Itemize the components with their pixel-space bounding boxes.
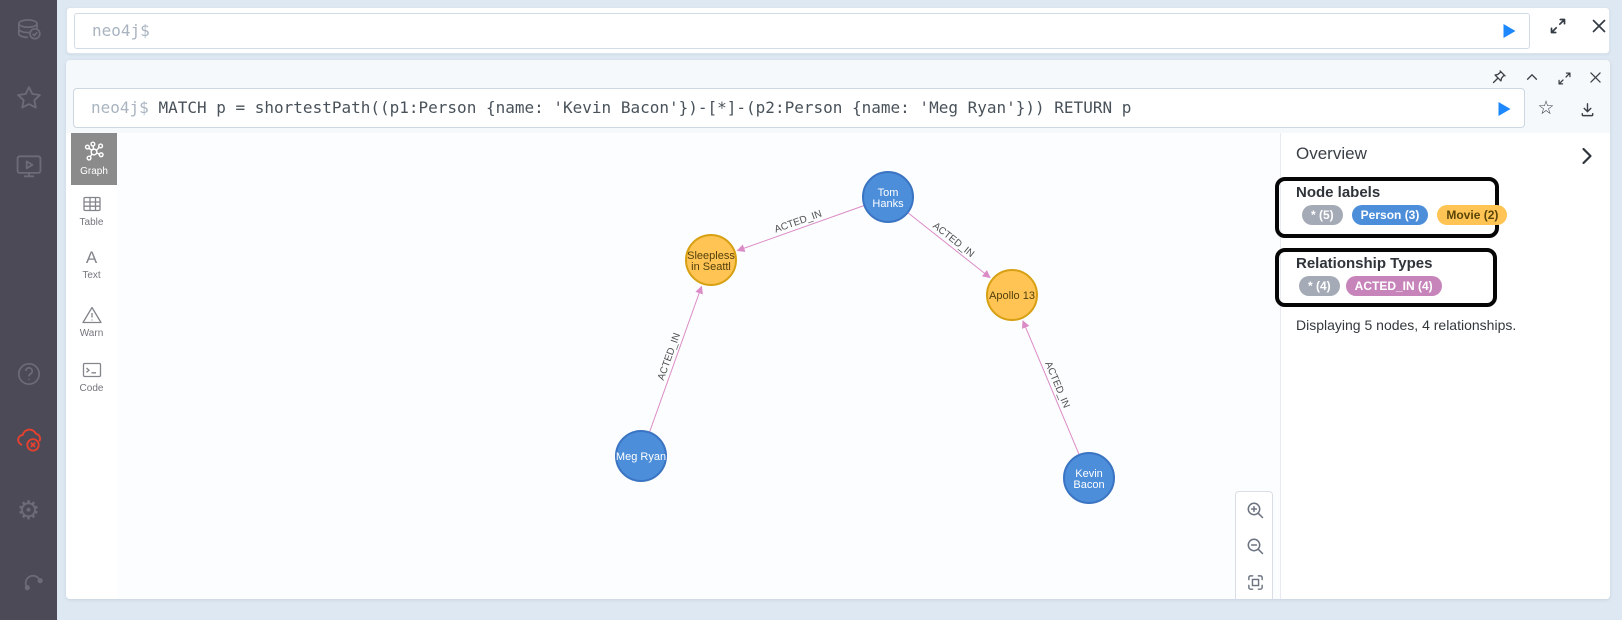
help-icon[interactable] — [0, 359, 57, 389]
tab-warn[interactable]: Warn — [66, 304, 117, 339]
tab-code[interactable]: Code — [66, 359, 117, 394]
cypher-editor-input[interactable]: neo4j$ — [74, 13, 1530, 49]
node-label-pills: * (5) Person (3) Movie (2) — [1302, 205, 1508, 225]
fullscreen-icon[interactable] — [1547, 15, 1569, 37]
zoom-controls — [1235, 491, 1273, 599]
node-label-meg: Meg Ryan — [616, 451, 666, 463]
zoom-out-icon[interactable] — [1236, 528, 1274, 564]
query-text: MATCH p = shortestPath((p1:Person {name:… — [158, 98, 1132, 117]
result-frame: neo4j$ MATCH p = shortestPath((p1:Person… — [66, 60, 1610, 599]
node-kevin[interactable] — [1063, 452, 1115, 504]
node-pill-movie[interactable]: Movie (2) — [1437, 205, 1508, 225]
tab-label: Table — [79, 217, 104, 228]
code-view-icon — [82, 362, 101, 378]
editor-bar: neo4j$ — [66, 7, 1610, 54]
edge-label-2: ACTED_IN — [656, 332, 683, 382]
table-view-icon — [82, 196, 101, 212]
rel-pill-all[interactable]: * (4) — [1299, 276, 1340, 296]
node-pill-all[interactable]: * (5) — [1302, 205, 1343, 225]
tab-text[interactable]: A Text — [66, 248, 117, 281]
app-sidebar: ⚙ — [0, 0, 57, 620]
query-prompt: neo4j$ — [91, 98, 149, 117]
edge-label-1: ACTED_IN — [930, 221, 976, 260]
tab-label: Text — [82, 270, 101, 281]
run-query-icon[interactable] — [1495, 100, 1513, 118]
close-icon[interactable] — [1588, 15, 1610, 37]
overview-panel: Overview Node labels * (5) Person (3) Mo… — [1275, 133, 1610, 599]
rel-pill-acted-in[interactable]: ACTED_IN (4) — [1345, 276, 1442, 296]
relationship-type-pills: * (4) ACTED_IN (4) — [1299, 276, 1442, 296]
cloud-disconnected-icon[interactable] — [0, 427, 57, 457]
panel-title: Overview — [1296, 144, 1367, 163]
pin-icon[interactable] — [1490, 68, 1508, 86]
node-tom[interactable] — [862, 171, 914, 223]
node-apollo[interactable] — [986, 269, 1038, 321]
editor-prompt: neo4j$ — [92, 21, 150, 40]
frame-query-editor[interactable]: neo4j$ MATCH p = shortestPath((p1:Person… — [73, 88, 1525, 128]
edge-tom-apollo[interactable] — [908, 212, 991, 279]
settings-gear-icon[interactable]: ⚙ — [16, 495, 41, 525]
collapse-icon[interactable] — [1523, 68, 1541, 86]
node-pill-person[interactable]: Person (3) — [1351, 205, 1429, 225]
frame-content: Graph Table A Text Warn — [66, 133, 1610, 599]
relationship-types-title: Relationship Types — [1296, 255, 1433, 272]
display-status: Displaying 5 nodes, 4 relationships. — [1296, 317, 1517, 333]
tab-label: Warn — [79, 328, 104, 339]
close-icon[interactable] — [1586, 68, 1604, 86]
favorites-star-icon[interactable] — [0, 83, 57, 113]
view-tabs: Graph Table A Text Warn — [66, 133, 117, 599]
node-sleepless[interactable] — [685, 234, 737, 286]
node-labels-title: Node labels — [1296, 184, 1381, 201]
fit-to-screen-icon[interactable] — [1236, 564, 1274, 599]
chevron-right-icon[interactable] — [1581, 147, 1593, 165]
neo4j-logo-icon[interactable] — [0, 563, 57, 593]
edge-kevin-apollo[interactable] — [1021, 320, 1080, 455]
edge-tom-sleepless[interactable] — [736, 205, 864, 252]
tab-label: Graph — [80, 166, 108, 177]
guides-monitor-play-icon[interactable] — [0, 151, 57, 181]
node-label-apollo: Apollo 13 — [989, 290, 1035, 302]
text-view-icon: A — [85, 248, 98, 267]
edge-label-0: ACTED_IN — [773, 209, 823, 236]
tab-graph[interactable]: Graph — [71, 133, 117, 185]
favorite-star-icon[interactable]: ☆ — [1537, 97, 1555, 119]
download-icon[interactable] — [1578, 100, 1596, 118]
fullscreen-icon[interactable] — [1555, 69, 1573, 87]
edge-meg-sleepless[interactable] — [649, 285, 703, 432]
tab-label: Code — [79, 383, 104, 394]
warn-view-icon — [81, 306, 102, 324]
tab-table[interactable]: Table — [66, 193, 117, 228]
database-check-icon[interactable] — [0, 15, 57, 45]
zoom-in-icon[interactable] — [1236, 492, 1274, 528]
node-meg[interactable] — [615, 430, 667, 482]
graph-view-icon — [84, 141, 104, 161]
run-query-icon[interactable] — [1500, 22, 1518, 40]
